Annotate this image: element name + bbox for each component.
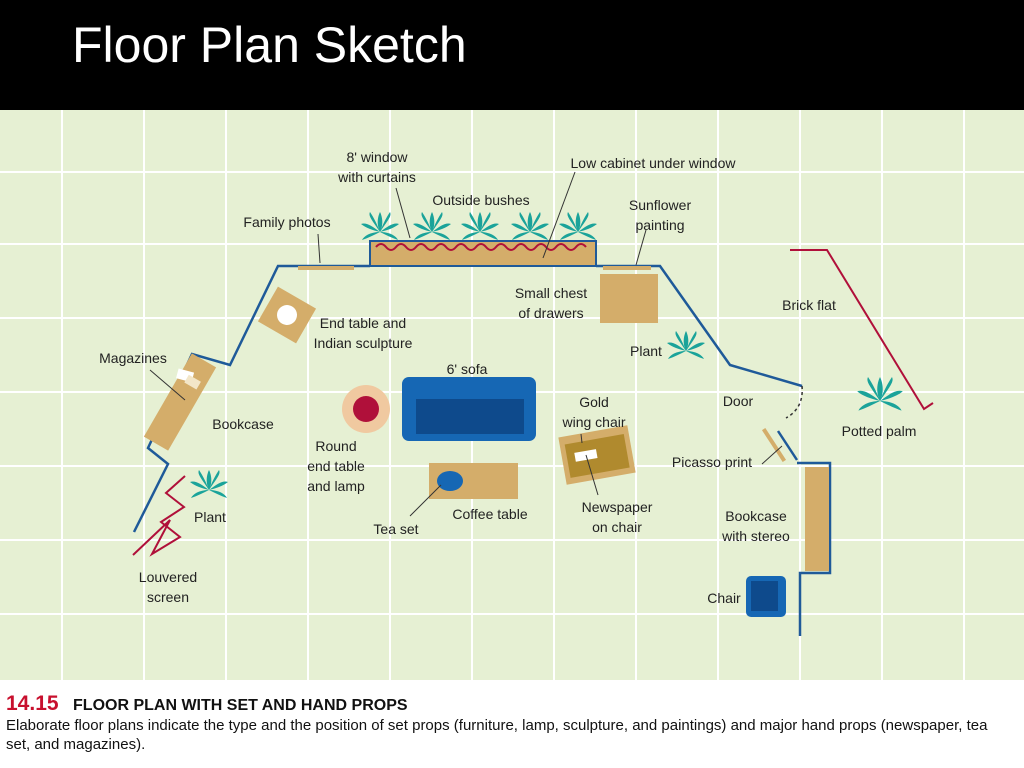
label-low-cabinet: Low cabinet under window bbox=[571, 155, 737, 171]
bookcase-left bbox=[143, 353, 217, 451]
indian-sculpture bbox=[277, 305, 297, 325]
label-bookcase-stereo-line1: Bookcase bbox=[725, 508, 787, 524]
bush-icon bbox=[461, 212, 499, 240]
bush-icon bbox=[361, 212, 399, 240]
label-plant-left: Plant bbox=[194, 509, 226, 525]
curtains bbox=[375, 243, 587, 251]
tea-set bbox=[437, 471, 463, 491]
label-picasso: Picasso print bbox=[672, 454, 752, 470]
label-chest-line2: of drawers bbox=[518, 305, 583, 321]
bush-icon bbox=[559, 212, 597, 240]
label-end-table-line1: End table and bbox=[320, 315, 406, 331]
slide-header: Floor Plan Sketch bbox=[0, 0, 1024, 110]
bookcase-with-stereo bbox=[805, 467, 829, 571]
figure-caption: 14.15 FLOOR PLAN WITH SET AND HAND PROPS… bbox=[0, 680, 1024, 768]
caption-number: 14.15 bbox=[6, 692, 59, 715]
label-newspaper-line2: on chair bbox=[592, 519, 642, 535]
label-chair: Chair bbox=[707, 590, 741, 606]
plant-icon bbox=[190, 470, 228, 498]
brick-flat bbox=[790, 249, 934, 411]
label-tea-set: Tea set bbox=[373, 521, 418, 537]
small-chest-of-drawers bbox=[600, 274, 658, 323]
label-round-line2: end table bbox=[307, 458, 365, 474]
picasso-print bbox=[761, 427, 787, 463]
label-chest-line1: Small chest bbox=[515, 285, 587, 301]
label-magazines: Magazines bbox=[99, 350, 167, 366]
label-plant-right: Plant bbox=[630, 343, 662, 359]
label-outside-bushes: Outside bushes bbox=[432, 192, 529, 208]
leader-lines bbox=[149, 171, 783, 517]
chair bbox=[746, 576, 786, 617]
label-sunflower-line2: painting bbox=[635, 217, 684, 233]
label-louvered-line1: Louvered bbox=[139, 569, 197, 585]
label-bookcase-left: Bookcase bbox=[212, 416, 274, 432]
label-potted-palm: Potted palm bbox=[842, 423, 917, 439]
label-brick-flat: Brick flat bbox=[782, 297, 836, 313]
gold-wing-chair bbox=[558, 425, 636, 485]
floor-plan-drawing: 8' window with curtains Low cabinet unde… bbox=[0, 110, 1024, 680]
potted-palm-icon bbox=[857, 377, 903, 411]
label-bookcase-stereo-line2: with stereo bbox=[721, 528, 790, 544]
family-photos bbox=[298, 266, 354, 270]
label-newspaper-line1: Newspaper bbox=[582, 499, 653, 515]
label-round-line1: Round bbox=[315, 438, 356, 454]
caption-heading: 14.15 FLOOR PLAN WITH SET AND HAND PROPS bbox=[6, 692, 408, 716]
label-louvered-line2: screen bbox=[147, 589, 189, 605]
walls bbox=[132, 264, 832, 636]
coffee-table bbox=[429, 463, 518, 499]
sunflower-painting bbox=[603, 266, 651, 270]
label-round-line3: and lamp bbox=[307, 478, 365, 494]
label-window-line2: with curtains bbox=[337, 169, 416, 185]
caption-text: Elaborate floor plans indicate the type … bbox=[6, 717, 988, 753]
label-family-photos: Family photos bbox=[243, 214, 330, 230]
label-window-line1: 8' window bbox=[346, 149, 408, 165]
round-end-table bbox=[342, 385, 390, 433]
label-gold-line1: Gold bbox=[579, 394, 609, 410]
floor-plan: 8' window with curtains Low cabinet unde… bbox=[0, 110, 1024, 680]
label-sofa: 6' sofa bbox=[447, 361, 488, 377]
label-door: Door bbox=[723, 393, 754, 409]
slide-title: Floor Plan Sketch bbox=[72, 17, 467, 73]
labels: 8' window with curtains Low cabinet unde… bbox=[99, 149, 916, 606]
label-gold-line2: wing chair bbox=[561, 414, 625, 430]
end-table bbox=[257, 286, 317, 344]
bush-icon bbox=[511, 212, 549, 240]
label-sunflower-line1: Sunflower bbox=[629, 197, 692, 213]
plant-icon bbox=[667, 331, 705, 359]
sofa bbox=[402, 377, 536, 441]
louvered-screen bbox=[132, 475, 186, 557]
label-end-table-line2: Indian sculpture bbox=[314, 335, 413, 351]
bush-icon bbox=[413, 212, 451, 240]
door-swing bbox=[785, 385, 803, 419]
caption-title: FLOOR PLAN WITH SET AND HAND PROPS bbox=[73, 697, 408, 714]
label-coffee-table: Coffee table bbox=[452, 506, 527, 522]
lamp bbox=[353, 396, 379, 422]
